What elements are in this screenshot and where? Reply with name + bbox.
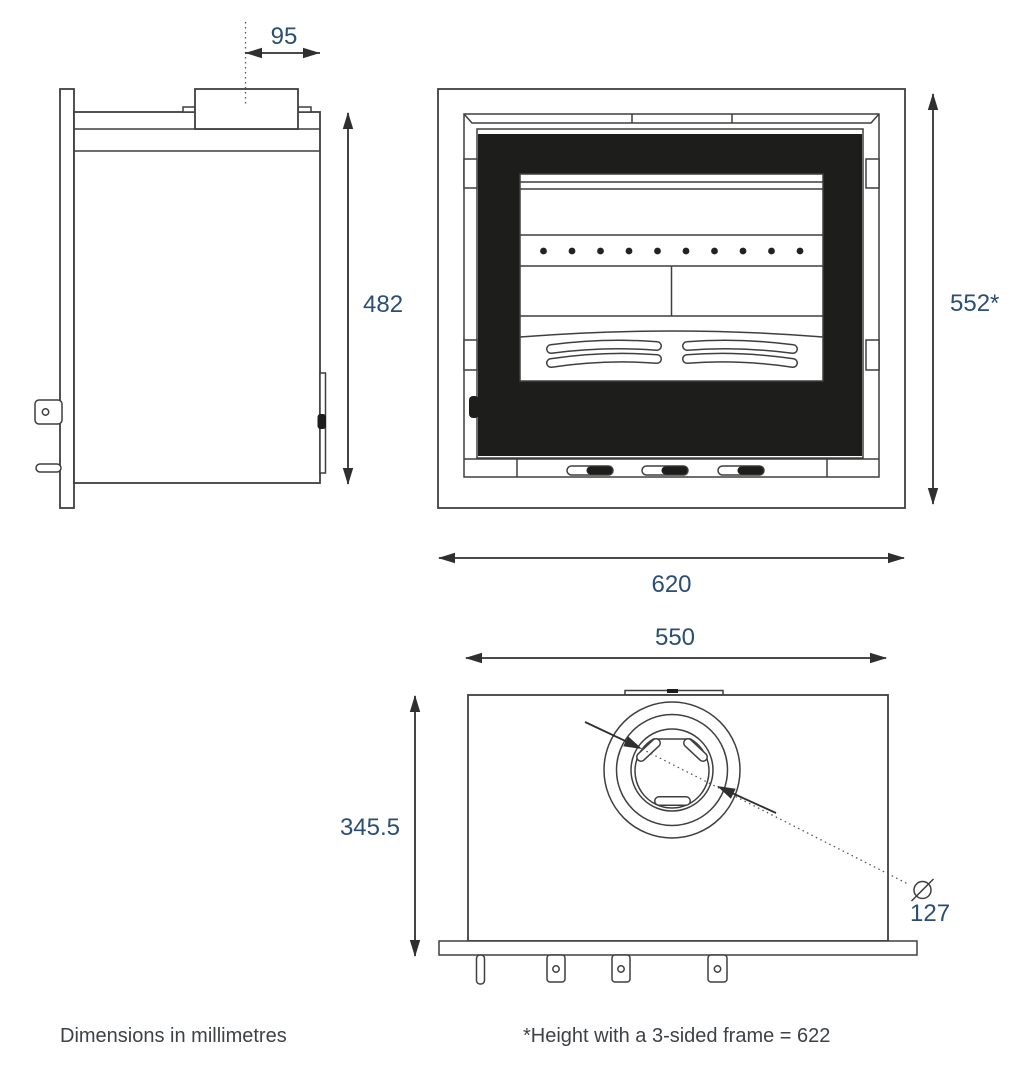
top-front-plate (438, 940, 918, 956)
flue-lock-slot (637, 739, 660, 761)
dim-front-width: 620 (438, 552, 905, 598)
flue-collar-outer-ring (603, 701, 741, 839)
front-door-hinge-knob (469, 396, 479, 418)
air-control-handle-knob (661, 466, 688, 475)
dim-top-depth: 345.5 (340, 695, 421, 957)
air-hole (540, 247, 547, 255)
fixing-bracket-hole (552, 965, 560, 973)
front-view (437, 88, 906, 509)
air-hole (711, 247, 718, 255)
grate-slot (547, 341, 661, 353)
top-body (467, 694, 889, 942)
air-hole (768, 247, 775, 255)
arrowhead-left-icon (245, 47, 262, 59)
arrowhead-diagonal-icon (623, 736, 642, 749)
air-hole (625, 247, 633, 255)
arrowhead-left-icon (438, 552, 455, 564)
air-control-handle-knob (737, 466, 764, 475)
air-hole (739, 247, 747, 255)
top-locating-pin (475, 954, 486, 985)
dim-front-height: 552* (927, 93, 999, 505)
dim-side-height: 482 (342, 112, 403, 485)
grate-front-curve (519, 330, 824, 338)
grate-slot (683, 354, 797, 367)
flue-lock-slots (636, 738, 708, 806)
air-hole (682, 247, 690, 255)
air-hole (796, 247, 804, 255)
grate-slots (546, 339, 798, 368)
side-collar-clip-right (297, 106, 312, 113)
air-control-handles (566, 465, 765, 476)
diameter-symbol-circle (913, 880, 932, 900)
dim-top-width: 550 (465, 624, 887, 664)
diameter-symbol-slash (910, 878, 935, 902)
arrowhead-diagonal-icon (717, 786, 736, 799)
air-hole (597, 247, 604, 255)
top-view (438, 689, 918, 985)
frame-clip-top-right (865, 158, 880, 189)
airwash-hole-row (540, 247, 804, 255)
frame-height-note: *Height with a 3-sided frame = 622 (523, 1025, 830, 1047)
arrowhead-right-icon (303, 47, 320, 59)
front-height-dimension-label: 552* (950, 290, 999, 317)
side-collar-clip-left (182, 106, 196, 113)
side-height-dimension-label: 482 (363, 291, 403, 318)
frame-clip-bottom-right (865, 339, 880, 371)
side-hinge-knob (317, 414, 326, 429)
frame-clip-bottom-left (463, 339, 478, 371)
air-hole (568, 247, 576, 255)
diameter-symbol-icon (910, 878, 935, 902)
frame-clip-top-left (463, 158, 478, 189)
arrowhead-up-icon (927, 93, 939, 110)
dim-flue-offset: 95 (245, 23, 320, 59)
dim-flue-diameter: 127 (584, 721, 950, 927)
air-hole (654, 247, 661, 255)
air-control-handle-knob (586, 466, 613, 475)
arrowhead-down-icon (409, 940, 421, 957)
front-door-outline (476, 128, 864, 459)
flue-collar-inner-ring (630, 728, 714, 812)
units-note: Dimensions in millimetres (60, 1025, 287, 1047)
grate-slot (683, 341, 797, 353)
side-mounting-tab (35, 463, 62, 473)
arrowhead-up-icon (409, 695, 421, 712)
flue-diameter-dimension-label: 127 (910, 900, 950, 927)
fixing-bracket-hole (617, 965, 625, 973)
flue-offset-dimension-label: 95 (271, 23, 298, 50)
front-top-trim-line (463, 113, 880, 124)
top-back-nub (667, 689, 678, 693)
arrowhead-down-icon (927, 488, 939, 505)
side-flue-collar (194, 88, 299, 130)
arrowhead-up-icon (342, 112, 354, 129)
side-view (34, 22, 327, 509)
flue-collar-mid-ring (615, 713, 729, 827)
arrowhead-right-icon (888, 552, 905, 564)
fixing-bracket-hole (713, 965, 722, 973)
side-bracket-hole (41, 408, 50, 416)
arrowhead-right-icon (870, 652, 887, 664)
front-width-dimension-label: 620 (651, 571, 691, 598)
side-frame-plate (59, 88, 75, 509)
arrowhead-left-icon (465, 652, 482, 664)
grate-slot (547, 354, 661, 367)
top-width-dimension-label: 550 (655, 624, 695, 651)
top-fixing-brackets (546, 954, 728, 983)
arrowhead-down-icon (342, 468, 354, 485)
side-body (73, 111, 321, 484)
top-depth-dimension-label: 345.5 (340, 814, 400, 841)
flue-lock-slot (684, 739, 707, 761)
